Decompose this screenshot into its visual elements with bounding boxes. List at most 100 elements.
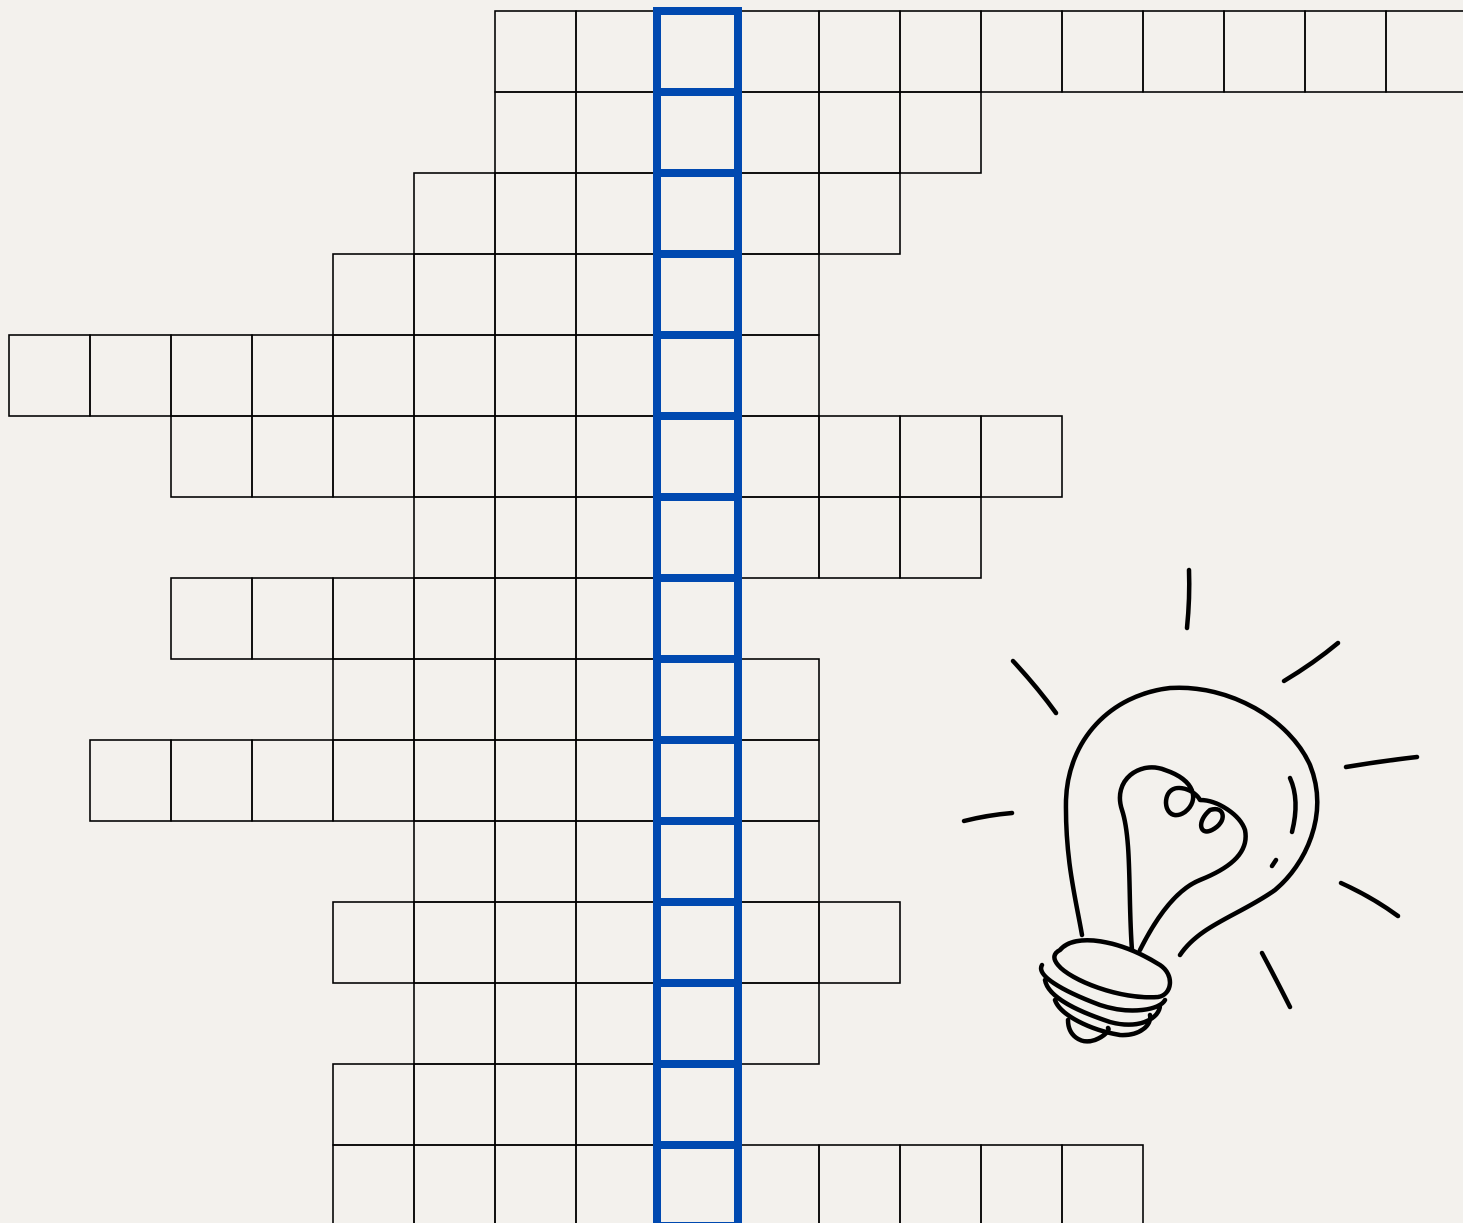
grid-cell-r6-c4[interactable] <box>252 416 333 497</box>
grid-cell-r11-c10[interactable] <box>738 821 819 902</box>
grid-cell-r8-c8[interactable] <box>576 578 657 659</box>
grid-cell-r8-c3[interactable] <box>171 578 252 659</box>
grid-cell-r7-c11[interactable] <box>819 497 900 578</box>
grid-cell-r5-c7[interactable] <box>495 335 576 416</box>
grid-cell-r12-c5[interactable] <box>333 902 414 983</box>
grid-cell-r1-c12[interactable] <box>900 11 981 92</box>
highlighted-cell-r9[interactable] <box>657 659 738 740</box>
grid-cell-r8-c6[interactable] <box>414 578 495 659</box>
grid-cell-r1-c14[interactable] <box>1062 11 1143 92</box>
grid-cell-r15-c7[interactable] <box>495 1145 576 1223</box>
grid-cell-r4-c5[interactable] <box>333 254 414 335</box>
grid-cell-r15-c14[interactable] <box>1062 1145 1143 1223</box>
grid-cell-r1-c8[interactable] <box>576 11 657 92</box>
grid-cell-r2-c10[interactable] <box>738 92 819 173</box>
grid-cell-r6-c12[interactable] <box>900 416 981 497</box>
grid-cell-r15-c6[interactable] <box>414 1145 495 1223</box>
grid-cell-r15-c10[interactable] <box>738 1145 819 1223</box>
grid-cell-r10-c2[interactable] <box>90 740 171 821</box>
highlighted-cell-r11[interactable] <box>657 821 738 902</box>
grid-cell-r10-c7[interactable] <box>495 740 576 821</box>
grid-cell-r6-c8[interactable] <box>576 416 657 497</box>
grid-cell-r4-c6[interactable] <box>414 254 495 335</box>
grid-cell-r6-c3[interactable] <box>171 416 252 497</box>
grid-cell-r1-c15[interactable] <box>1143 11 1224 92</box>
grid-cell-r12-c7[interactable] <box>495 902 576 983</box>
highlighted-cell-r15[interactable] <box>657 1145 738 1223</box>
grid-cell-r6-c11[interactable] <box>819 416 900 497</box>
highlighted-cell-r13[interactable] <box>657 983 738 1064</box>
grid-cell-r3-c7[interactable] <box>495 173 576 254</box>
grid-cell-r7-c6[interactable] <box>414 497 495 578</box>
grid-cell-r1-c13[interactable] <box>981 11 1062 92</box>
grid-cell-r7-c10[interactable] <box>738 497 819 578</box>
grid-cell-r14-c5[interactable] <box>333 1064 414 1145</box>
grid-cell-r5-c1[interactable] <box>9 335 90 416</box>
highlighted-cell-r7[interactable] <box>657 497 738 578</box>
grid-cell-r12-c6[interactable] <box>414 902 495 983</box>
grid-cell-r3-c11[interactable] <box>819 173 900 254</box>
grid-cell-r9-c5[interactable] <box>333 659 414 740</box>
grid-cell-r11-c8[interactable] <box>576 821 657 902</box>
grid-cell-r3-c10[interactable] <box>738 173 819 254</box>
grid-cell-r7-c8[interactable] <box>576 497 657 578</box>
grid-cell-r2-c7[interactable] <box>495 92 576 173</box>
grid-cell-r10-c8[interactable] <box>576 740 657 821</box>
grid-cell-r1-c10[interactable] <box>738 11 819 92</box>
highlighted-cell-r8[interactable] <box>657 578 738 659</box>
grid-cell-r15-c8[interactable] <box>576 1145 657 1223</box>
grid-cell-r9-c7[interactable] <box>495 659 576 740</box>
highlighted-cell-r3[interactable] <box>657 173 738 254</box>
grid-cell-r5-c3[interactable] <box>171 335 252 416</box>
grid-cell-r10-c3[interactable] <box>171 740 252 821</box>
grid-cell-r6-c7[interactable] <box>495 416 576 497</box>
grid-cell-r8-c4[interactable] <box>252 578 333 659</box>
grid-cell-r12-c11[interactable] <box>819 902 900 983</box>
grid-cell-r11-c7[interactable] <box>495 821 576 902</box>
grid-cell-r9-c6[interactable] <box>414 659 495 740</box>
grid-cell-r2-c12[interactable] <box>900 92 981 173</box>
grid-cell-r10-c4[interactable] <box>252 740 333 821</box>
grid-cell-r13-c8[interactable] <box>576 983 657 1064</box>
highlighted-cell-r4[interactable] <box>657 254 738 335</box>
highlighted-cell-r12[interactable] <box>657 902 738 983</box>
grid-cell-r5-c2[interactable] <box>90 335 171 416</box>
grid-cell-r15-c13[interactable] <box>981 1145 1062 1223</box>
grid-cell-r5-c5[interactable] <box>333 335 414 416</box>
grid-cell-r12-c8[interactable] <box>576 902 657 983</box>
grid-cell-r7-c12[interactable] <box>900 497 981 578</box>
grid-cell-r9-c10[interactable] <box>738 659 819 740</box>
grid-cell-r4-c8[interactable] <box>576 254 657 335</box>
highlighted-cell-r5[interactable] <box>657 335 738 416</box>
grid-cell-r10-c10[interactable] <box>738 740 819 821</box>
grid-cell-r11-c6[interactable] <box>414 821 495 902</box>
grid-cell-r1-c18[interactable] <box>1386 11 1463 92</box>
grid-cell-r13-c10[interactable] <box>738 983 819 1064</box>
grid-cell-r12-c10[interactable] <box>738 902 819 983</box>
grid-cell-r5-c10[interactable] <box>738 335 819 416</box>
grid-cell-r1-c7[interactable] <box>495 11 576 92</box>
grid-cell-r14-c8[interactable] <box>576 1064 657 1145</box>
grid-cell-r7-c7[interactable] <box>495 497 576 578</box>
grid-cell-r2-c8[interactable] <box>576 92 657 173</box>
grid-cell-r9-c8[interactable] <box>576 659 657 740</box>
grid-cell-r10-c6[interactable] <box>414 740 495 821</box>
grid-cell-r15-c12[interactable] <box>900 1145 981 1223</box>
grid-cell-r5-c8[interactable] <box>576 335 657 416</box>
highlighted-cell-r10[interactable] <box>657 740 738 821</box>
grid-cell-r1-c11[interactable] <box>819 11 900 92</box>
highlighted-cell-r1[interactable] <box>657 11 738 92</box>
grid-cell-r6-c10[interactable] <box>738 416 819 497</box>
grid-cell-r15-c5[interactable] <box>333 1145 414 1223</box>
grid-cell-r13-c7[interactable] <box>495 983 576 1064</box>
grid-cell-r3-c6[interactable] <box>414 173 495 254</box>
grid-cell-r4-c7[interactable] <box>495 254 576 335</box>
grid-cell-r15-c11[interactable] <box>819 1145 900 1223</box>
grid-cell-r2-c11[interactable] <box>819 92 900 173</box>
highlighted-cell-r2[interactable] <box>657 92 738 173</box>
grid-cell-r8-c5[interactable] <box>333 578 414 659</box>
grid-cell-r4-c10[interactable] <box>738 254 819 335</box>
grid-cell-r14-c6[interactable] <box>414 1064 495 1145</box>
highlighted-cell-r6[interactable] <box>657 416 738 497</box>
grid-cell-r10-c5[interactable] <box>333 740 414 821</box>
